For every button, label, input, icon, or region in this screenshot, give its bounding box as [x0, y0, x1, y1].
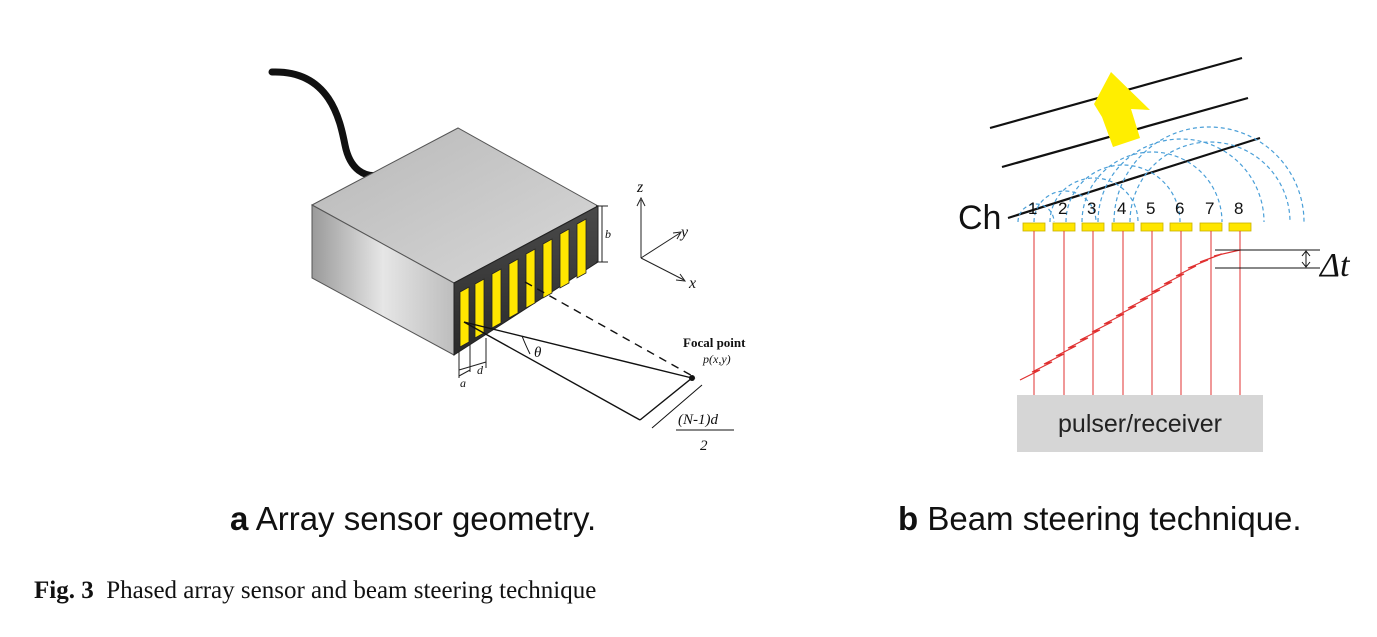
offset-dimension-line	[651, 384, 703, 429]
delta-t-label: Δt	[1318, 247, 1351, 284]
channel-numbers: 1 2 3 4 5 6 7 8	[1028, 199, 1243, 218]
channel-number: 8	[1234, 199, 1243, 218]
panel-a-sensor-diagram: b a d θ Focal point p(x,y) (N-1)d 2	[268, 68, 746, 454]
dimension-b	[596, 205, 608, 263]
pulser-receiver-box	[1017, 395, 1263, 452]
dimension-d-label: d	[477, 363, 484, 377]
beam-direction-arrow	[1094, 72, 1150, 147]
figure-caption-label: Fig. 3	[34, 577, 94, 604]
channel-elements	[1022, 222, 1252, 232]
coordinate-axes	[636, 196, 687, 282]
signal-lines	[1033, 231, 1241, 395]
channel-number: 4	[1117, 199, 1126, 218]
channel-number: 6	[1175, 199, 1184, 218]
delay-pulse-staircase	[1019, 249, 1241, 381]
panel-b-caption: b Beam steering technique.	[898, 500, 1302, 538]
panel-b-caption-text: Beam steering technique.	[927, 500, 1302, 537]
channel-number: 5	[1146, 199, 1155, 218]
dimension-b-label: b	[605, 227, 611, 241]
channel-number: 3	[1087, 199, 1096, 218]
pulser-receiver-label: pulser/receiver	[1058, 410, 1222, 438]
delta-t-marker	[1215, 249, 1320, 269]
channel-number: 1	[1028, 199, 1037, 218]
figure-caption: Fig. 3 Phased array sensor and beam stee…	[34, 577, 596, 605]
sensor-cable	[268, 68, 384, 180]
offset-denominator: 2	[700, 438, 708, 454]
dimension-a-d	[458, 338, 487, 378]
beam-line-upper	[463, 321, 693, 379]
focal-point-dot	[689, 375, 695, 381]
axis-x-label: x	[688, 275, 696, 292]
channel-prefix-label: Ch	[958, 199, 1001, 237]
axis-y-label: y	[679, 224, 689, 241]
dimension-a-label: a	[460, 376, 466, 390]
focal-point-title: Focal point	[683, 335, 746, 350]
transducer-elements	[459, 218, 587, 348]
panel-a-caption-text: Array sensor geometry.	[255, 500, 597, 537]
offset-numerator: (N-1)d	[678, 412, 718, 428]
panel-a-caption: a Array sensor geometry.	[230, 500, 596, 538]
panel-b-beam-steering-diagram: Ch 1 2 3 4 5 6 7 8	[958, 56, 1351, 452]
channel-number: 7	[1205, 199, 1214, 218]
theta-arc	[521, 335, 531, 355]
axis-z-label: z	[636, 179, 644, 196]
focal-point-coord: p(x,y)	[702, 352, 731, 366]
panel-b-caption-letter: b	[898, 500, 919, 537]
beam-line-lower	[463, 321, 641, 421]
panel-a-caption-letter: a	[230, 500, 249, 537]
figure-caption-text: Phased array sensor and beam steering te…	[106, 577, 597, 604]
wavelets	[1017, 126, 1305, 223]
center-axis-dashed	[524, 281, 697, 379]
channel-number: 2	[1058, 199, 1067, 218]
beam-offset-line	[639, 377, 693, 421]
theta-label: θ	[534, 345, 542, 361]
